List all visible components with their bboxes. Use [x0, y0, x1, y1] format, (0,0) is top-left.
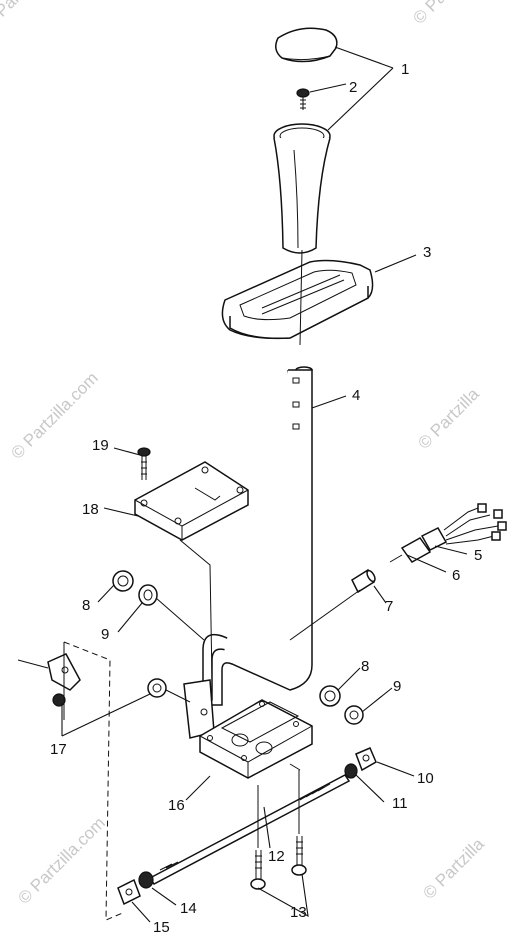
shift-gate-plate — [221, 259, 374, 340]
callout-2: 2 — [349, 79, 357, 96]
washer-8-right — [319, 685, 341, 707]
washer-9-right — [344, 705, 364, 725]
callout-15: 15 — [153, 919, 170, 936]
flange-nut — [147, 678, 191, 703]
callout-19: 19 — [92, 437, 109, 454]
jam-nut-11 — [344, 763, 358, 779]
bushing — [351, 568, 376, 594]
shift-boot — [273, 123, 331, 254]
neutral-switch-harness — [389, 503, 507, 563]
watermark-center: © Partzilla.com — [7, 368, 101, 462]
callout-6: 6 — [452, 567, 460, 584]
mounting-base — [199, 699, 313, 779]
callout-14: 14 — [180, 900, 197, 917]
washer-8-left — [112, 570, 134, 592]
callout-8-left: 8 — [82, 597, 90, 614]
jam-nut-14 — [138, 871, 154, 889]
callout-11: 11 — [392, 795, 408, 812]
callout-13: 13 — [290, 904, 307, 921]
cover-plate — [134, 461, 249, 541]
watermark-top-right: © Partzilla — [409, 0, 478, 28]
watermark-top-left: © Partzilla — [0, 0, 48, 33]
watermark-bottom-right: © Partzilla — [419, 834, 488, 903]
bolt-13-left — [250, 850, 266, 890]
bolt-19 — [137, 447, 151, 480]
bolt-13-right — [291, 836, 307, 876]
callout-8-right: 8 — [361, 658, 369, 675]
callout-16: 16 — [168, 797, 185, 814]
callout-3: 3 — [423, 244, 431, 261]
callout-4: 4 — [352, 387, 360, 404]
callout-9-left: 9 — [101, 626, 109, 643]
callout-17: 17 — [50, 741, 67, 758]
callout-1: 1 — [401, 61, 409, 78]
callout-18: 18 — [82, 501, 99, 518]
screw — [296, 88, 310, 110]
callout-10: 10 — [417, 770, 434, 787]
watermark-right: © Partzilla — [414, 384, 483, 453]
callout-12: 12 — [268, 848, 285, 865]
cable-bracket — [17, 653, 81, 707]
shift-rod — [148, 774, 351, 885]
rod-end-10 — [355, 747, 377, 772]
callout-9-right: 9 — [393, 678, 401, 695]
washer-9-left — [138, 584, 158, 606]
rod-end-15 — [117, 878, 141, 906]
watermark-bottom-left: © Partzilla.com — [14, 813, 108, 907]
callout-7: 7 — [385, 598, 393, 615]
shift-knob — [275, 27, 338, 63]
shift-lever — [183, 366, 313, 739]
callout-5: 5 — [474, 547, 482, 564]
